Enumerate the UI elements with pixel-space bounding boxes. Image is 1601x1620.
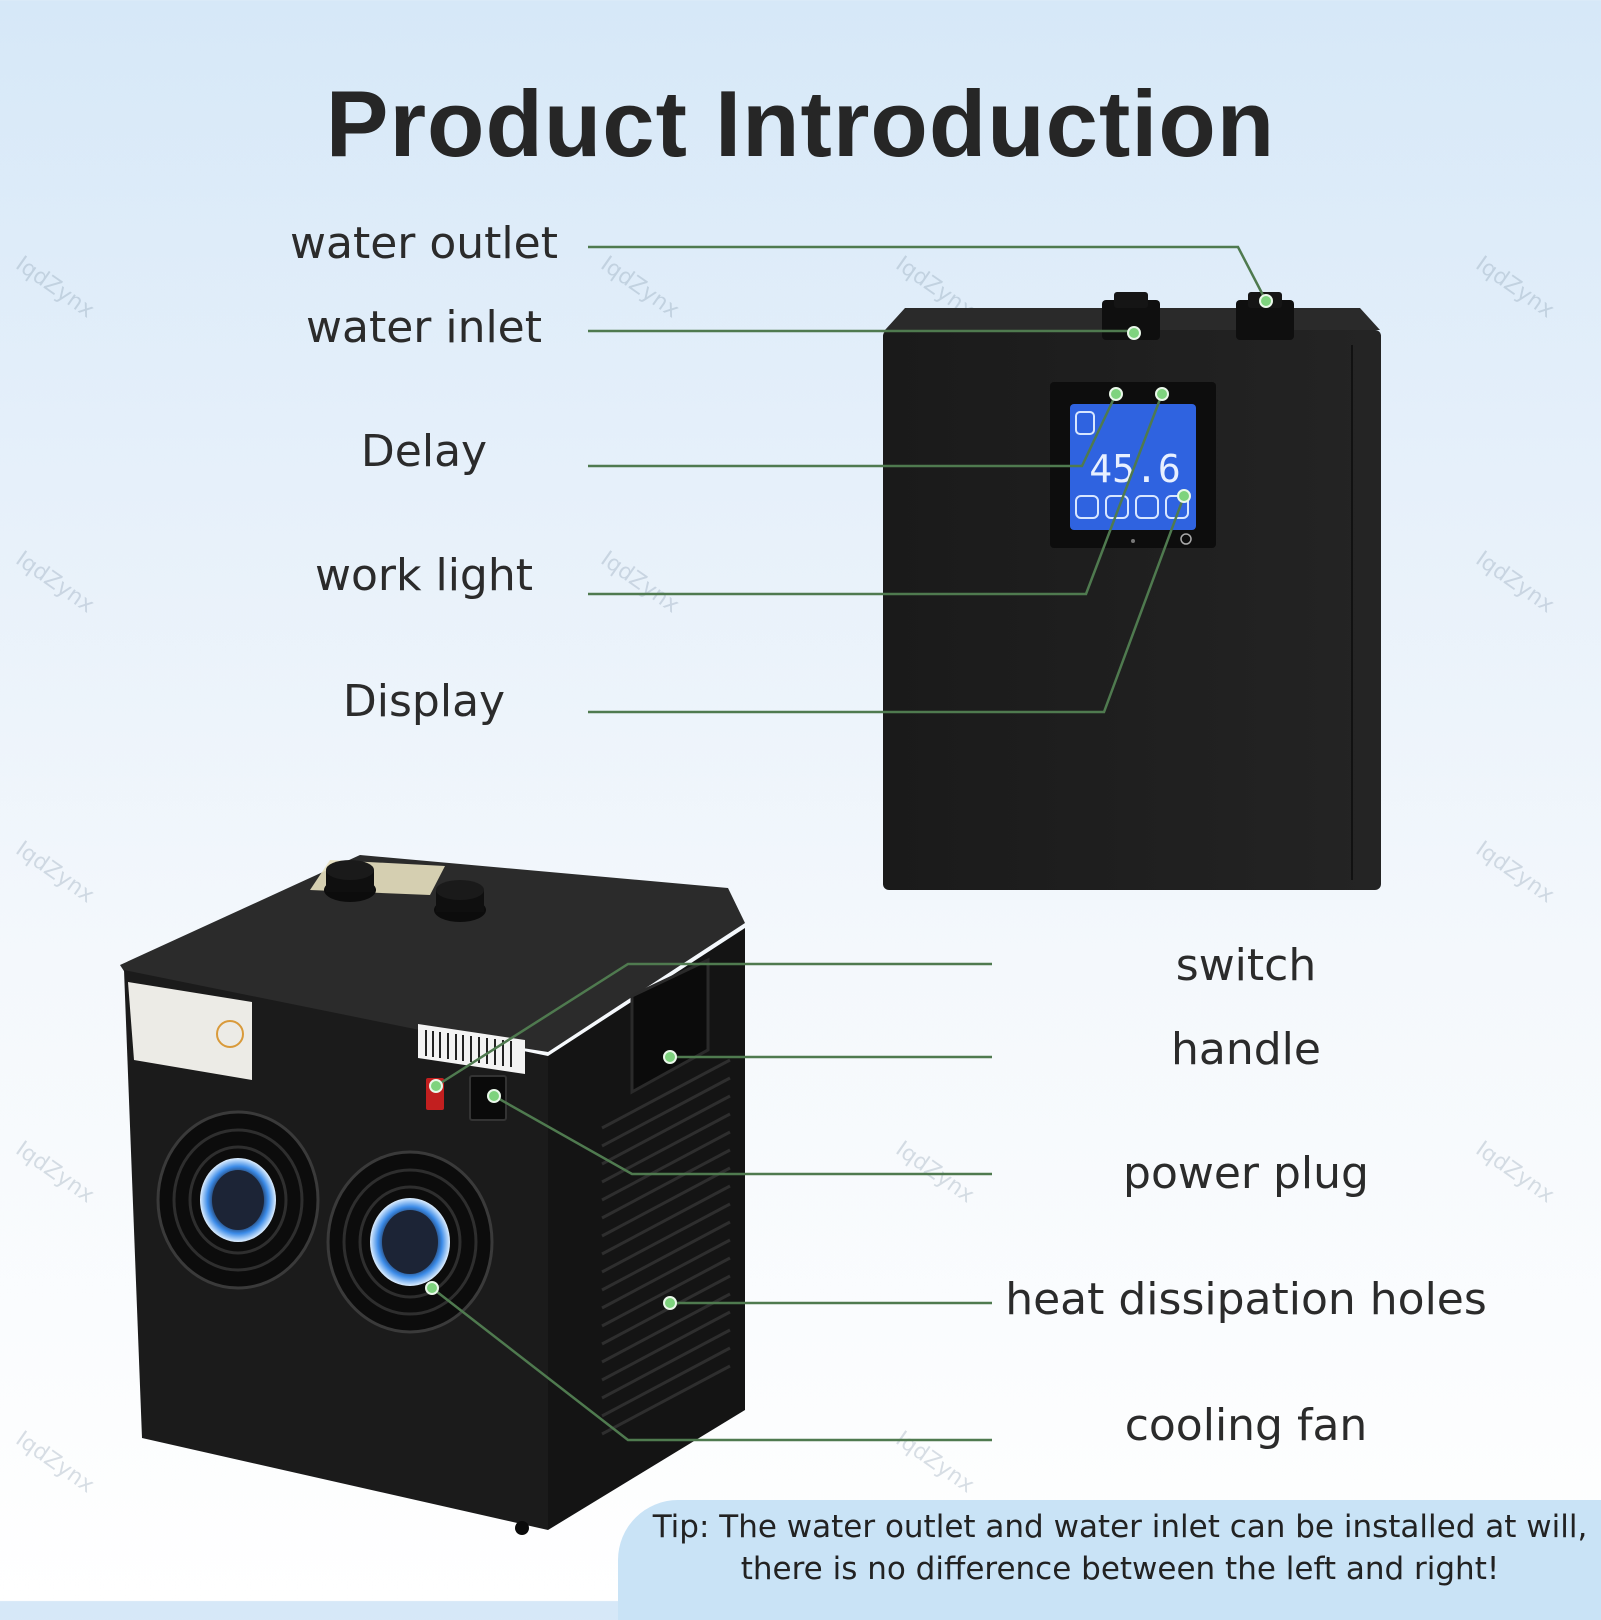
cooling-fan-left bbox=[156, 1110, 320, 1290]
chiller-rear-view bbox=[120, 855, 745, 1535]
label-switch: switch bbox=[1175, 940, 1317, 991]
leader-water-outlet bbox=[588, 245, 1268, 302]
tip-line-2: there is no difference between the left … bbox=[740, 1551, 1500, 1587]
leader-lines bbox=[431, 245, 1268, 1442]
leader-work-light bbox=[588, 393, 1164, 596]
chiller-front-view: 45.6 bbox=[883, 292, 1381, 890]
display-reading: 45.6 bbox=[1089, 447, 1181, 491]
label-delay: Delay bbox=[360, 426, 488, 477]
page-title: Product Introduction bbox=[325, 71, 1276, 176]
heat-dissipation-slots bbox=[601, 1058, 731, 1436]
label-handle: handle bbox=[1171, 1024, 1321, 1075]
chiller-body bbox=[883, 330, 1381, 890]
label-cooling-fan: cooling fan bbox=[1124, 1400, 1368, 1451]
callout-dots bbox=[425, 294, 1273, 1310]
label-power-plug: power plug bbox=[1123, 1148, 1369, 1199]
label-heat-dissipation-holes: heat dissipation holes bbox=[1005, 1274, 1487, 1325]
cooling-fan-right bbox=[326, 1150, 494, 1334]
leader-cooling-fan bbox=[431, 1287, 992, 1442]
panel-button-icons bbox=[1075, 411, 1189, 519]
leader-delay bbox=[588, 393, 1118, 468]
tip-text: Tip: The water outlet and water inlet ca… bbox=[645, 1506, 1595, 1590]
label-water-outlet: water outlet bbox=[290, 218, 558, 269]
label-water-inlet: water inlet bbox=[305, 302, 543, 353]
leader-power-plug bbox=[493, 1094, 992, 1176]
side-handle bbox=[630, 957, 710, 1095]
leader-display bbox=[588, 495, 1186, 714]
rating-label bbox=[128, 982, 252, 1080]
label-display: Display bbox=[342, 676, 506, 727]
label-work-light: work light bbox=[315, 550, 533, 601]
tip-line-1: Tip: The water outlet and water inlet ca… bbox=[652, 1509, 1588, 1545]
tip-banner bbox=[618, 1500, 1601, 1620]
leader-switch bbox=[435, 962, 992, 1088]
